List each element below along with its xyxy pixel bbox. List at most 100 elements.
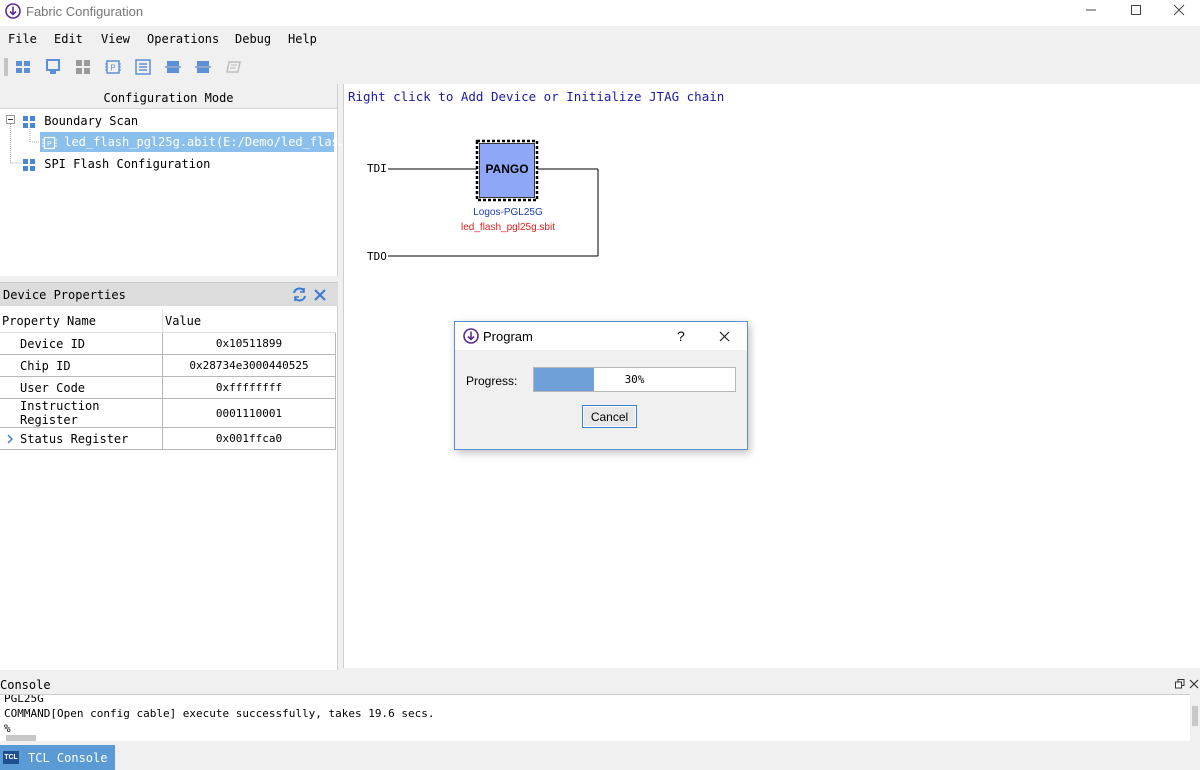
- menu-edit[interactable]: Edit: [54, 32, 83, 46]
- column-header-value: Value: [162, 310, 336, 333]
- device-name: Logos-PGL25G: [473, 207, 543, 218]
- console-line: COMMAND[Open config cable] execute succe…: [4, 707, 435, 720]
- configuration-mode-header: Configuration Mode: [0, 84, 337, 109]
- tree-lines: [6, 115, 40, 164]
- chip-label: PANGO: [485, 162, 529, 176]
- device-chip[interactable]: PANGO: [479, 143, 535, 198]
- menu-bar: File Edit View Operations Debug Help: [0, 26, 1200, 52]
- menu-operations[interactable]: Operations: [147, 32, 220, 46]
- menu-file[interactable]: File: [8, 32, 37, 46]
- menu-debug[interactable]: Debug: [235, 32, 272, 46]
- console-line: PGL25G: [4, 694, 44, 705]
- console-line: %: [4, 722, 11, 735]
- column-header-property-name: Property Name: [0, 310, 163, 333]
- list-icon[interactable]: [134, 58, 152, 76]
- tree-item-spi-flash[interactable]: SPI Flash Configuration: [22, 154, 210, 174]
- properties-table: Property Name Value Device ID 0x10511899…: [0, 310, 336, 450]
- progress-text: 30%: [624, 373, 645, 386]
- title-bar: Fabric Configuration: [0, 0, 1200, 26]
- maximize-icon: [1131, 5, 1141, 15]
- window-title: Fabric Configuration: [26, 4, 144, 19]
- bottom-tab-bar: TCL TCL Console: [0, 743, 1200, 770]
- progress-fill: [534, 368, 595, 391]
- close-button[interactable]: [1156, 0, 1200, 24]
- spi-flash-icon: [23, 158, 35, 171]
- vertical-scrollbar[interactable]: [1190, 694, 1200, 740]
- maximize-button[interactable]: [1113, 0, 1159, 24]
- menu-view[interactable]: View: [101, 32, 130, 46]
- dialog-title: Program: [483, 329, 533, 344]
- tree-label-bitstream-file: led_flash_pgl25g.abit(E:/Demo/led_flas…: [64, 135, 346, 149]
- horizontal-scrollbar-thumb[interactable]: [6, 735, 36, 741]
- dialog-title-bar: Program ?: [455, 322, 747, 350]
- toolbar: P: [0, 52, 1200, 82]
- jtag-wires: [388, 139, 599, 257]
- console-output[interactable]: PGL25G COMMAND[Open config cable] execut…: [0, 694, 1190, 741]
- tree-label-spi-flash: SPI Flash Configuration: [44, 157, 211, 171]
- device-properties-panel: Property Name Value Device ID 0x10511899…: [0, 306, 338, 670]
- tree-label-boundary-scan: Boundary Scan: [44, 114, 139, 128]
- program-dialog: Program ? Progress: 30% Cancel: [454, 321, 748, 450]
- property-value: 0xffffffff: [162, 376, 336, 399]
- property-name: Instruction Register: [0, 398, 163, 428]
- property-name: Status Register: [20, 431, 129, 446]
- tcl-icon: TCL: [3, 751, 19, 764]
- bitstream-file-icon: P: [42, 136, 57, 149]
- chain-right-icon[interactable]: [194, 58, 212, 76]
- table-header-row: Property Name Value: [0, 310, 336, 333]
- toolbar-grip-icon: [4, 58, 8, 76]
- close-console-icon[interactable]: [1189, 679, 1199, 689]
- table-row[interactable]: Chip ID 0x28734e3000440525: [0, 354, 336, 377]
- property-value: 0001110001: [162, 398, 336, 428]
- vertical-scrollbar-thumb[interactable]: [1192, 706, 1198, 726]
- cable-icon[interactable]: [44, 58, 62, 76]
- tree-item-boundary-scan[interactable]: Boundary Scan: [22, 111, 138, 131]
- table-row[interactable]: Device ID 0x10511899: [0, 332, 336, 355]
- dialog-close-icon[interactable]: [719, 331, 730, 342]
- dialog-logo-icon: [463, 328, 479, 344]
- canvas-hint: Right click to Add Device or Initialize …: [348, 89, 725, 104]
- property-value: 0x28734e3000440525: [162, 354, 336, 377]
- progress-label: Progress:: [466, 374, 518, 388]
- minimize-icon: [1086, 9, 1096, 11]
- menu-help[interactable]: Help: [288, 32, 317, 46]
- minimize-button[interactable]: [1068, 0, 1114, 24]
- progress-bar: 30%: [533, 367, 736, 392]
- console-header: Console: [0, 677, 1200, 693]
- table-row[interactable]: Instruction Register 0001110001: [0, 398, 336, 428]
- tdi-label: TDI: [367, 162, 387, 175]
- close-icon: [1173, 4, 1185, 16]
- status-register-name-cell: Status Register: [0, 427, 163, 450]
- device-properties-header: Device Properties: [0, 282, 338, 307]
- boundary-scan-icon: [23, 115, 35, 128]
- grid-icon[interactable]: [74, 58, 92, 76]
- expand-chevron-icon[interactable]: [7, 434, 14, 444]
- configuration-mode-panel: Configuration Mode Boundary Scan P led_f…: [0, 84, 346, 276]
- help-button[interactable]: ?: [677, 328, 685, 344]
- app-logo-icon: [5, 3, 21, 19]
- program-icon[interactable]: P: [104, 58, 122, 76]
- device-properties-title: Device Properties: [3, 288, 126, 302]
- property-name: Chip ID: [0, 354, 163, 377]
- console-title: Console: [0, 678, 51, 692]
- device-file: led_flash_pgl25g.sbit: [461, 222, 555, 233]
- close-panel-icon[interactable]: [314, 289, 326, 301]
- property-name: Device ID: [0, 332, 163, 355]
- tab-label: TCL Console: [28, 751, 108, 765]
- property-value: 0x10511899: [162, 332, 336, 355]
- refresh-icon[interactable]: [292, 287, 307, 302]
- property-value: 0x001ffca0: [162, 427, 336, 450]
- property-name: User Code: [0, 376, 163, 399]
- float-icon[interactable]: [1175, 679, 1185, 689]
- table-row[interactable]: Status Register 0x001ffca0: [0, 427, 336, 450]
- table-row[interactable]: User Code 0xffffffff: [0, 376, 336, 399]
- svg-text:P: P: [110, 64, 115, 73]
- disabled-chip-icon[interactable]: [225, 58, 243, 76]
- svg-text:P: P: [47, 141, 52, 148]
- chain-left-icon[interactable]: [164, 58, 182, 76]
- tab-tcl-console[interactable]: TCL TCL Console: [0, 745, 115, 770]
- tdo-label: TDO: [367, 250, 387, 263]
- cancel-button[interactable]: Cancel: [582, 405, 637, 428]
- tree-item-bitstream-file[interactable]: P led_flash_pgl25g.abit(E:/Demo/led_flas…: [40, 132, 346, 152]
- scan-chain-icon[interactable]: [14, 58, 32, 76]
